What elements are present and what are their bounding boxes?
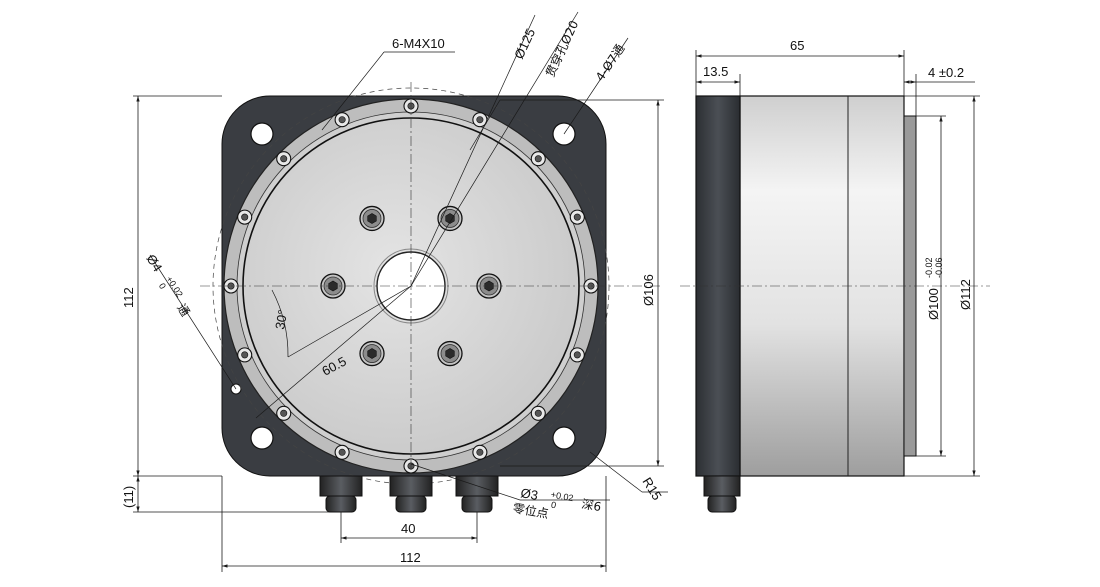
face-hex-screw (359, 340, 385, 367)
ring-screw (530, 405, 546, 421)
zero-tol-lower: 0 (550, 500, 557, 511)
ring-screw (530, 151, 546, 167)
corner-radius-label: R15 (639, 475, 664, 503)
zero-hole-callout: Ø3 +0.02 0 深6 零位点 (512, 485, 603, 521)
angle-label: 30° (272, 309, 290, 331)
pin-tol-upper: +0.02 (164, 274, 185, 299)
face-hex-screw (437, 340, 463, 367)
face-screws (320, 205, 502, 367)
spigot-tol-lower: -0.06 (934, 257, 944, 278)
flange-thickness-label: 13.5 (703, 64, 728, 79)
mount-hole (250, 122, 274, 146)
pin-hole-dia-label: Ø4 (143, 252, 165, 275)
ring-screw (237, 347, 253, 363)
bolt-circle-dia-label: Ø125 (511, 26, 538, 61)
mount-hole (552, 426, 576, 450)
ring-screw (237, 209, 253, 225)
cable-glands (319, 475, 499, 513)
ring-screw (569, 347, 585, 363)
cable-pitch-label: 40 (401, 521, 415, 536)
ring-screw (334, 444, 350, 460)
side-cable-gland (703, 475, 741, 513)
dimension-lines (133, 95, 664, 572)
thread-callout: 6-M4X10 (392, 36, 445, 51)
cable-offset-label: (11) (121, 486, 136, 508)
height-label: 112 (121, 287, 136, 308)
pin-tol-lower: 0 (157, 281, 168, 291)
length-label: 65 (790, 38, 804, 53)
width-label: 112 (400, 550, 421, 565)
front-view: 6-M4X10 Ø125 贯穿孔Ø20 4-Ø7通 Ø4 +0.02 0 通 3… (121, 11, 668, 572)
mount-holes-label: 4-Ø7通 (593, 42, 628, 84)
side-dimension-lines (695, 50, 980, 477)
ring-screw (276, 151, 292, 167)
spigot-tol-upper: -0.02 (924, 257, 934, 278)
side-body (739, 95, 905, 477)
cable-gland (319, 475, 363, 513)
ring-screw (334, 112, 350, 128)
pin-hole-callout: Ø4 +0.02 0 通 (143, 252, 192, 319)
zero-depth-label: 深6 (581, 497, 603, 514)
cable-gland (389, 475, 433, 513)
body-dia-label: Ø112 (958, 279, 973, 310)
through-hole-label: 贯穿孔Ø20 (542, 18, 581, 79)
mount-holes (250, 122, 576, 450)
ring-screw (276, 405, 292, 421)
ring-screws (223, 98, 599, 474)
spigot-dia-label: Ø100 (926, 288, 941, 320)
spigot-dia-callout: Ø100 -0.02 -0.06 (924, 257, 944, 320)
zero-point-label: 零位点 (512, 500, 550, 521)
cable-gland (455, 475, 499, 513)
mount-hole (250, 426, 274, 450)
leader-lines (149, 11, 668, 501)
spigot-length-label: 4 ±0.2 (928, 65, 964, 80)
side-view: 65 13.5 4 ±0.2 Ø100 -0.02 -0.06 Ø112 (680, 38, 990, 513)
face-dia-label: Ø106 (641, 274, 656, 306)
ring-screw (569, 209, 585, 225)
zero-hole-dia-label: Ø3 (519, 485, 539, 503)
zero-tol-upper: +0.02 (550, 489, 574, 503)
face-hex-screw (359, 205, 385, 232)
ring-screw (472, 444, 488, 460)
